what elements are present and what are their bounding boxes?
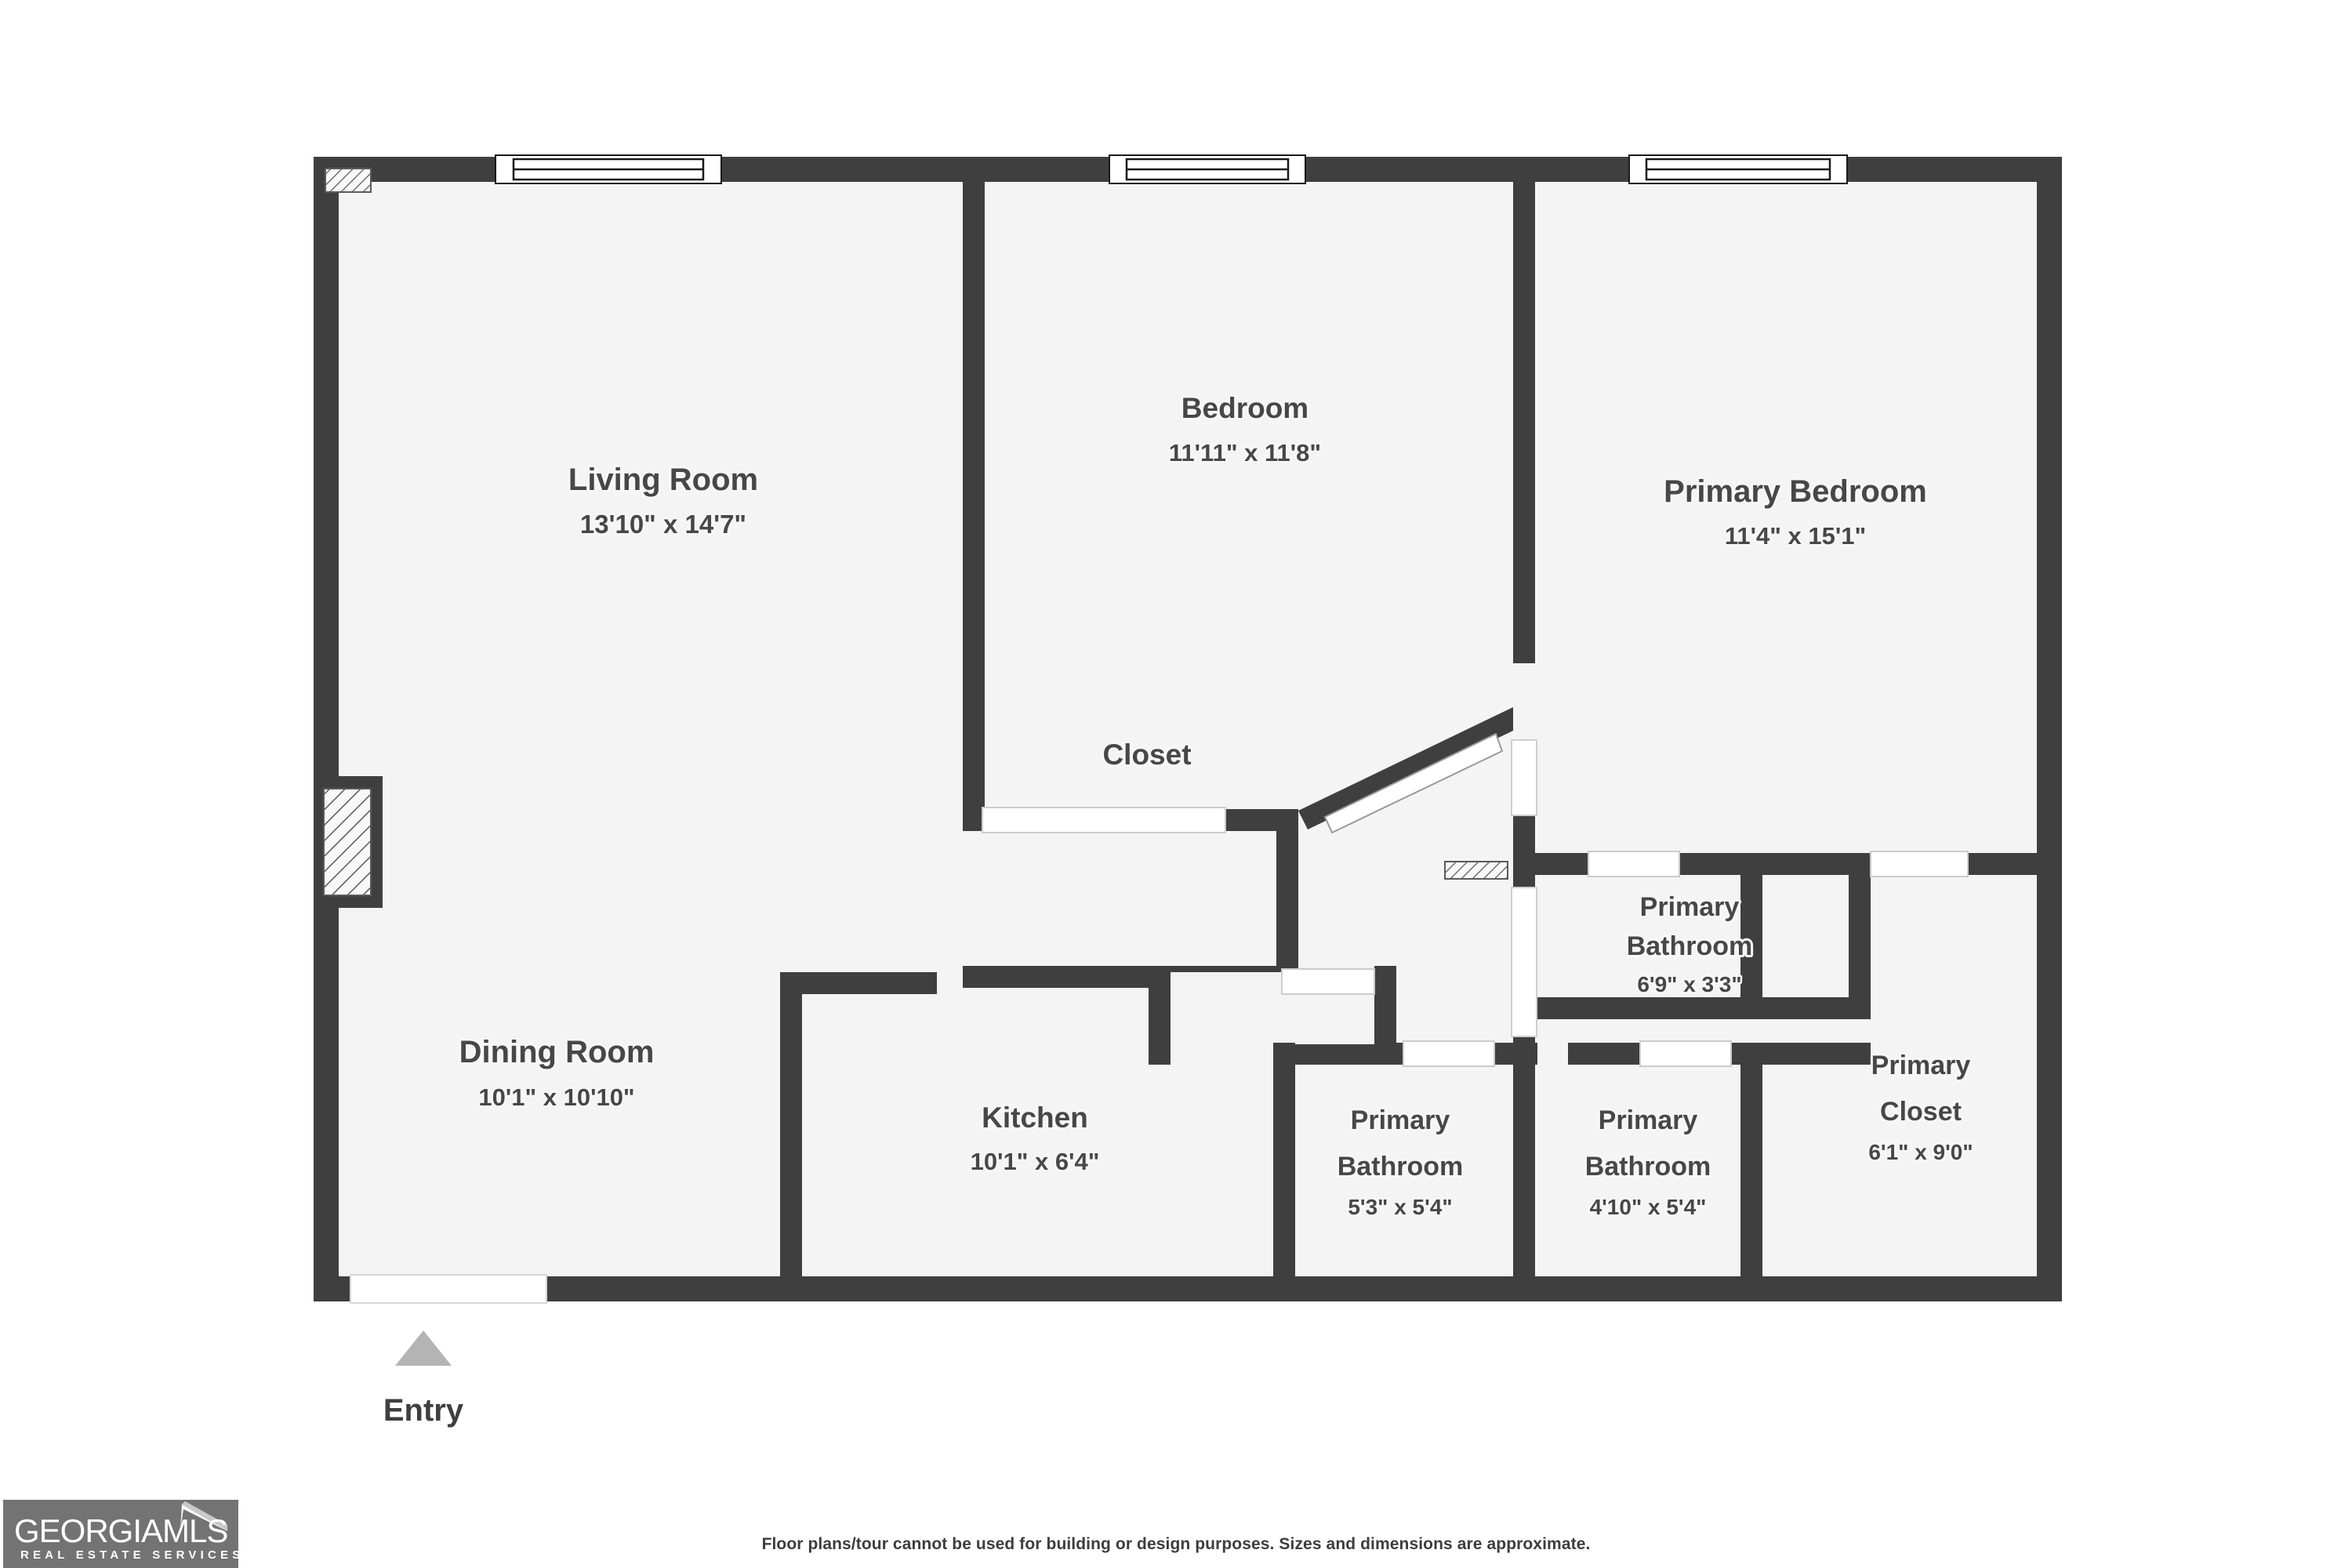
- window-primary-bedroom-north: [1628, 154, 1848, 184]
- room-label-primary-bathroom-top-line1: Primary: [1640, 892, 1740, 922]
- door-primary-bathroom-right: [1639, 1040, 1732, 1067]
- room-label-primary-bathroom-right-line2: Bathroom: [1585, 1152, 1711, 1181]
- sliding-door-living-room-west: [314, 776, 383, 908]
- window-bedroom-north: [1109, 154, 1306, 184]
- wall-bath-divider-right: [1740, 1043, 1762, 1301]
- entry-label: Entry: [383, 1393, 464, 1428]
- logo-mls: MLS: [162, 1512, 228, 1549]
- room-label-primary-bathroom-left-line2: Bathroom: [1338, 1152, 1464, 1181]
- logo-georgia: GEORGIA: [14, 1512, 163, 1549]
- room-label-bedroom: Bedroom: [1181, 392, 1308, 424]
- wall-bedroom-primary-upper: [1513, 157, 1535, 663]
- door-primary-hall-south: [1511, 887, 1537, 1037]
- logo-tagline: REAL ESTATE SERVICES: [20, 1548, 238, 1562]
- wall-west: [314, 157, 339, 1301]
- door-closet: [982, 807, 1226, 833]
- door-primary-bedroom-hall: [1511, 739, 1537, 816]
- room-label-living-room: Living Room: [568, 463, 758, 497]
- room-floor-fills: [314, 157, 2062, 1301]
- room-dims-primary-bedroom: 11'4" x 15'1": [1725, 522, 1866, 550]
- wall-primary-bath-top-south: [1513, 997, 1871, 1019]
- entry-marker-group: Entry: [383, 1330, 464, 1428]
- door-kitchen-pass: [1281, 968, 1375, 995]
- georgia-mls-logo: GEORGIAMLS REAL ESTATE SERVICES: [3, 1500, 238, 1568]
- door-primary-bathroom-top: [1588, 851, 1680, 877]
- wall-kitchen-west: [780, 972, 802, 1301]
- wall-kitchen-east: [1273, 1043, 1295, 1301]
- wall-kitchen-nook-right: [1374, 966, 1396, 1051]
- doors: [350, 732, 1969, 1304]
- room-dims-primary-bathroom-right: 4'10" x 5'4": [1590, 1195, 1707, 1219]
- room-label-closet: Closet: [1102, 739, 1191, 771]
- wall-bath-closet-divider: [1740, 853, 1762, 1019]
- room-label-primary-closet-line2: Closet: [1880, 1097, 1962, 1127]
- wall-living-bedroom: [963, 157, 985, 831]
- room-label-kitchen: Kitchen: [982, 1102, 1088, 1134]
- entry-door-south: [350, 1274, 547, 1304]
- roof-icon: [180, 1501, 227, 1531]
- disclaimer-text: Floor plans/tour cannot be used for buil…: [761, 1535, 1591, 1553]
- wall-bath-north-far: [1762, 1043, 1871, 1065]
- wall-kitchen-north-stub: [780, 972, 937, 994]
- door-bedroom-angled: [1323, 732, 1504, 834]
- wall-primary-bath-top-east: [1849, 853, 1871, 1019]
- vent-primary-hall: [1444, 861, 1508, 880]
- room-label-primary-bathroom-top-line2: Bathroom: [1627, 931, 1753, 961]
- triangle-up-icon: [395, 1330, 452, 1366]
- room-dims-bedroom: 11'11" x 11'8": [1169, 439, 1321, 466]
- door-primary-bathroom-left: [1403, 1040, 1495, 1067]
- door-primary-closet: [1870, 851, 1969, 877]
- room-label-primary-closet-line1: Primary: [1871, 1051, 1971, 1080]
- wall-south: [314, 1276, 2062, 1301]
- room-dims-primary-closet: 6'1" x 9'0": [1868, 1140, 1973, 1164]
- room-dims-dining-room: 10'1" x 10'10": [478, 1083, 634, 1111]
- hatched-openings: [314, 168, 1508, 908]
- north-windows: [495, 154, 1848, 184]
- wall-closet-east: [1276, 809, 1298, 988]
- vent-living-room-northwest: [325, 168, 372, 193]
- wall-east: [2037, 157, 2062, 1301]
- floor-fill-overall: [314, 157, 2062, 1301]
- room-label-primary-bathroom-left-line1: Primary: [1351, 1105, 1450, 1135]
- window-living-room-north: [495, 154, 722, 184]
- room-dims-primary-bathroom-left: 5'3" x 5'4": [1348, 1195, 1452, 1219]
- room-labels: Living Room 13'10" x 14'7" Bedroom 11'11…: [457, 390, 1976, 1221]
- room-label-dining-room: Dining Room: [459, 1035, 655, 1069]
- room-label-primary-bedroom: Primary Bedroom: [1664, 474, 1927, 509]
- room-dims-living-room: 13'10" x 14'7": [580, 510, 746, 539]
- logo-wordmark: GEORGIAMLS: [14, 1512, 228, 1550]
- room-dims-primary-bathroom-top: 6'9" x 3'3": [1637, 972, 1741, 996]
- room-label-primary-bathroom-right-line1: Primary: [1599, 1105, 1698, 1135]
- wall-kitchen-north-b: [1282, 1043, 1396, 1065]
- wall-angled-bedroom: [1298, 707, 1513, 829]
- room-dims-kitchen: 10'1" x 6'4": [971, 1148, 1100, 1175]
- wall-kitchen-nook-left-lower: [1149, 994, 1171, 1065]
